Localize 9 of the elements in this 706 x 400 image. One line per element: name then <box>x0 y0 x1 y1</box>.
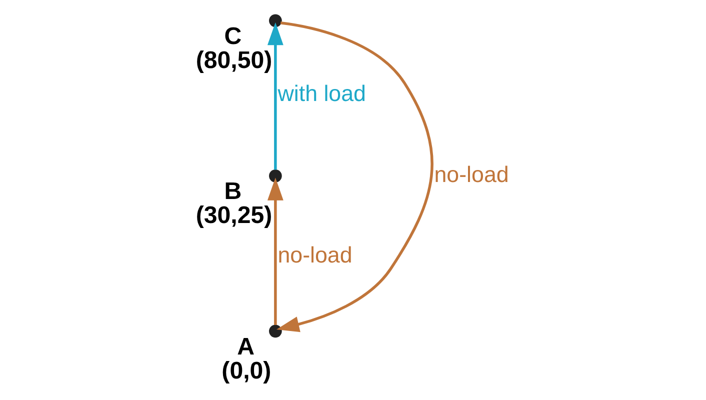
arrow <box>276 22 433 332</box>
edge-label: with load <box>277 80 366 106</box>
edge-label: no-load <box>434 162 508 187</box>
arrow <box>266 22 283 170</box>
node-circle <box>268 169 282 182</box>
node-circle <box>268 14 282 28</box>
edge-label: no-load <box>277 242 352 268</box>
arrow <box>266 178 283 326</box>
node-circle <box>268 324 282 338</box>
